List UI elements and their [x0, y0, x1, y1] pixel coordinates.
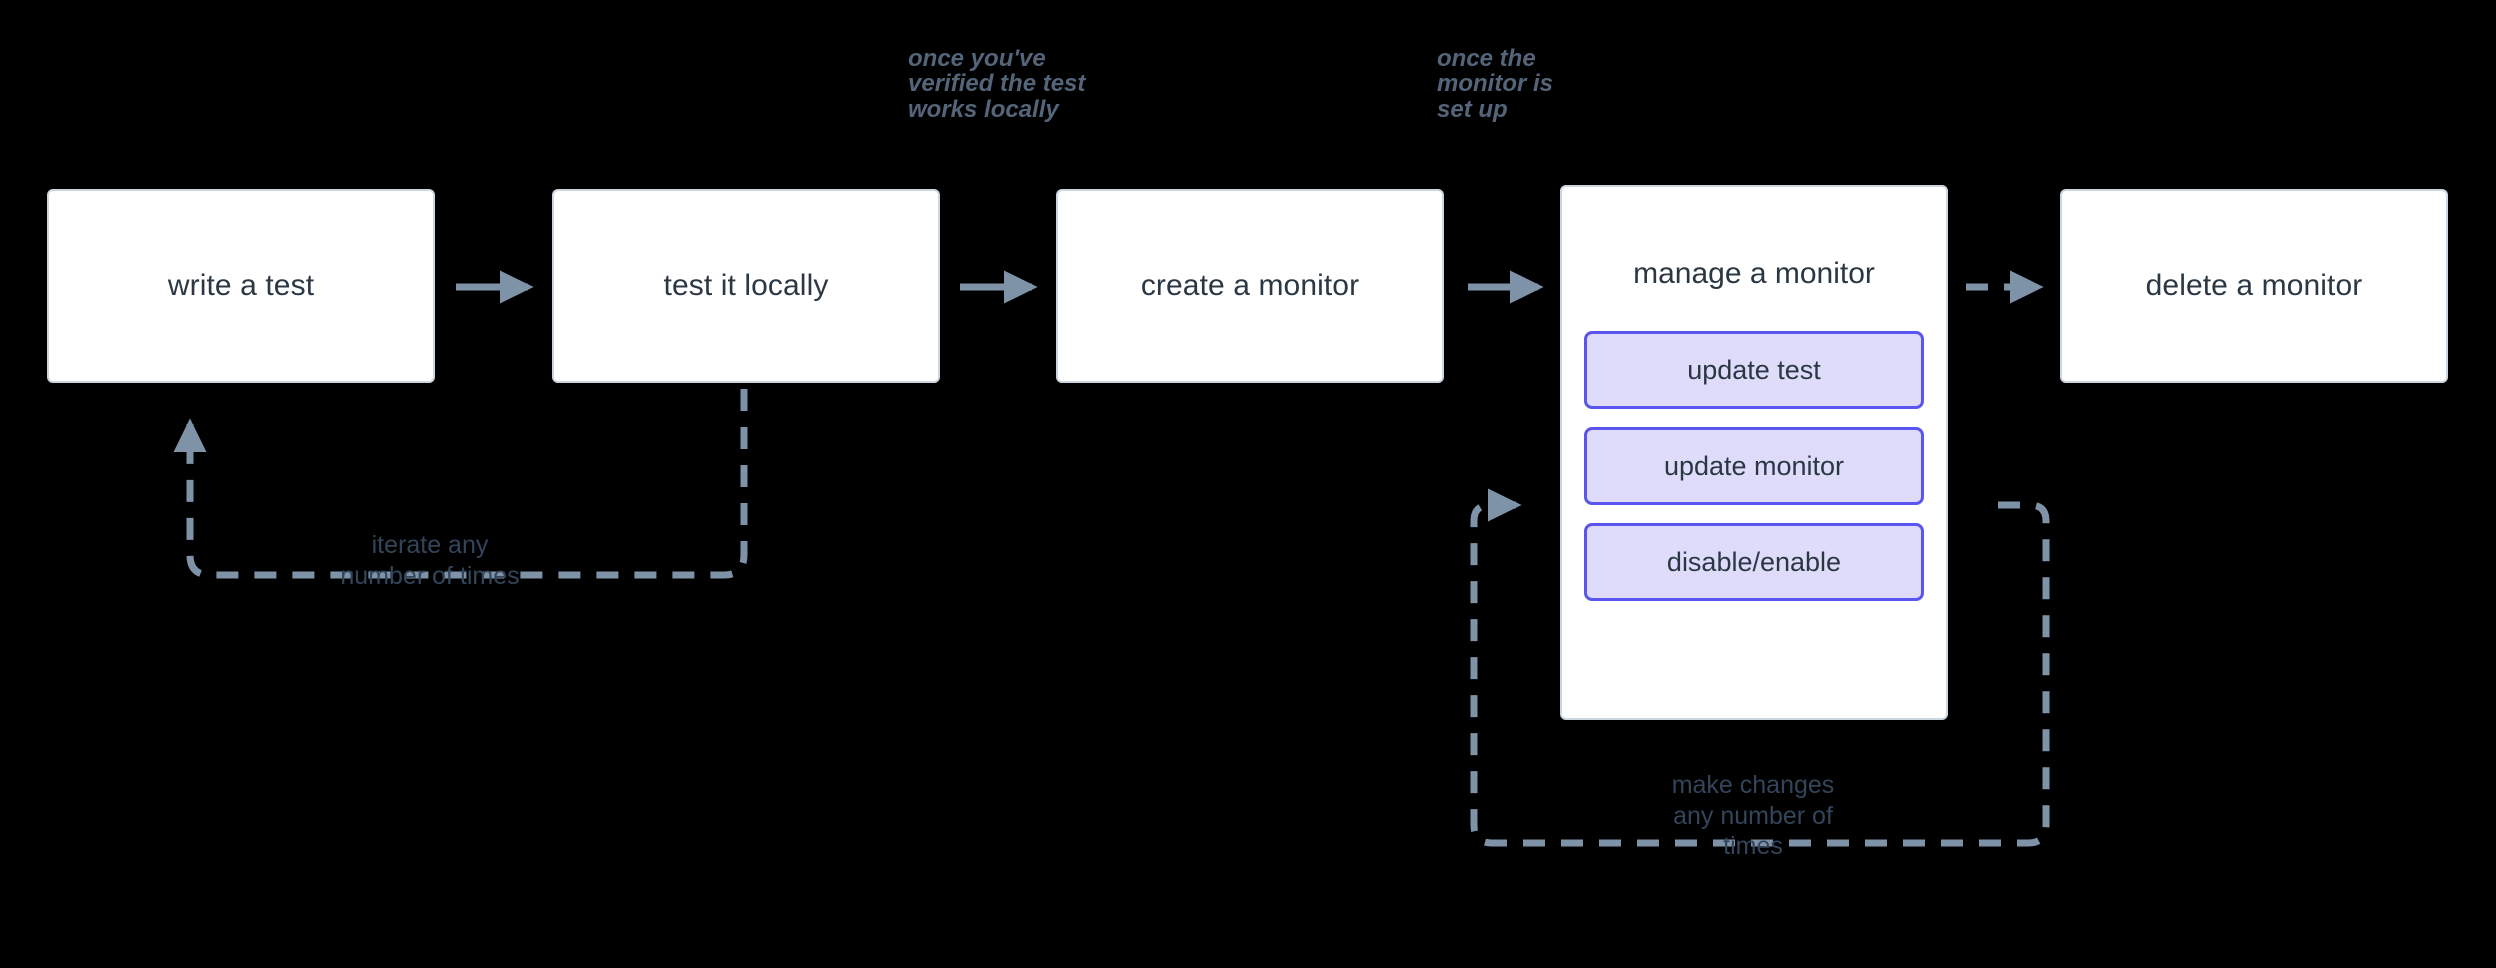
loop-label-make-changes: make changes any number of times: [1671, 771, 1835, 860]
node-manage-a-monitor-label: manage a monitor: [1633, 257, 1875, 290]
node-create-a-monitor-label: create a monitor: [1140, 269, 1360, 303]
node-delete-a-monitor-label: delete a monitor: [2145, 269, 2363, 303]
subnode-update-test-label: update test: [1687, 354, 1821, 385]
subnode-disable-enable[interactable]: disable/enable: [1584, 523, 1924, 601]
node-write-a-test-label: write a test: [167, 269, 315, 303]
subnode-update-monitor[interactable]: update monitor: [1584, 427, 1924, 505]
note-once-verified: once you've verified the test works loca…: [908, 45, 1086, 123]
node-delete-a-monitor[interactable]: delete a monitor: [2060, 189, 2448, 383]
node-test-it-locally-label: test it locally: [663, 269, 829, 303]
manage-subnode-list: update test update monitor disable/enabl…: [1562, 331, 1946, 601]
subnode-update-monitor-label: update monitor: [1663, 450, 1845, 481]
node-manage-a-monitor[interactable]: manage a monitor update test update moni…: [1560, 185, 1948, 720]
node-test-it-locally[interactable]: test it locally: [552, 189, 940, 383]
node-create-a-monitor[interactable]: create a monitor: [1056, 189, 1444, 383]
subnode-update-test[interactable]: update test: [1584, 331, 1924, 409]
note-once-monitor-set-up: once the monitor is set up: [1437, 45, 1554, 123]
loop-label-iterate: iterate any number of times: [340, 531, 520, 590]
subnode-disable-enable-label: disable/enable: [1666, 546, 1842, 577]
node-write-a-test[interactable]: write a test: [47, 189, 435, 383]
